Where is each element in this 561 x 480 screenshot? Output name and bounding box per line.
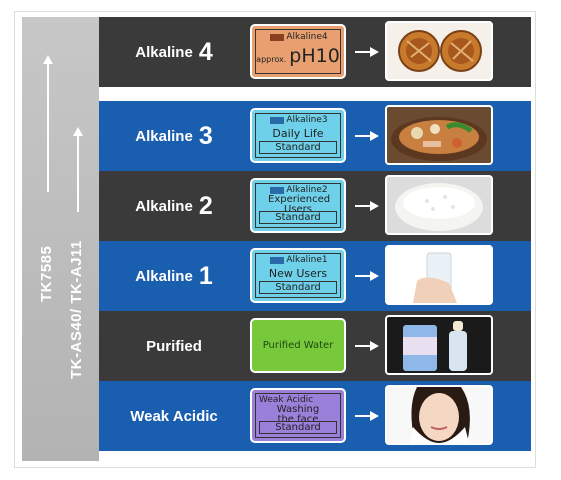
screen-bottom: Standard: [259, 421, 337, 434]
arrow-line: [77, 136, 79, 212]
row-alkaline-2: Alkaline 2 Alkaline2 Experienced Users S…: [99, 171, 531, 241]
photo-hotpot: [385, 105, 493, 165]
arrow-right-icon: [355, 411, 379, 421]
display-screen: Alkaline3 Daily Life Standard: [250, 108, 346, 163]
row-alkaline-1: Alkaline 1 Alkaline1 New Users Standard: [99, 241, 531, 311]
model-label-tk7585: TK7585: [38, 245, 55, 302]
photo-glass-of-water: [385, 245, 493, 305]
mode-name: Weak Acidic: [130, 407, 218, 425]
arrow-up-icon: [73, 127, 83, 136]
arrow-right-icon: [355, 271, 379, 281]
mode-name: Alkaline: [135, 43, 193, 61]
display-screen: Weak Acidic Washing the face Standard: [250, 388, 346, 443]
photo-rice-bowl: [385, 175, 493, 235]
mode-label: Weak Acidic: [99, 381, 249, 451]
screen-main: Washing the face: [276, 404, 320, 425]
display-screen: Alkaline2 Experienced Users Standard: [250, 178, 346, 233]
mode-label: Alkaline 1: [99, 241, 249, 311]
screen-bottom: Standard: [259, 281, 337, 294]
arrow-right-icon: [355, 47, 379, 57]
row-alkaline-3: Alkaline 3 Alkaline3 Daily Life Standard: [99, 101, 531, 171]
screen-top-label: Alkaline2: [286, 185, 328, 195]
mode-label: Alkaline 4: [99, 17, 249, 87]
mode-number: 2: [198, 191, 213, 220]
screen-bottom: Standard: [259, 141, 337, 154]
screen-main: New Users: [268, 267, 328, 280]
display-screen: Alkaline1 New Users Standard: [250, 248, 346, 303]
row-weak-acidic: Weak Acidic Weak Acidic Washing the face…: [99, 381, 531, 451]
screen-main: pH10: [289, 45, 340, 67]
display-screen: Purified Water: [250, 318, 346, 373]
mode-number: 4: [198, 37, 213, 66]
row-purified: Purified Purified Water: [99, 311, 531, 381]
segment-icon: [270, 186, 285, 194]
photo-baby-formula: [385, 315, 493, 375]
screen-top-label: Weak Acidic: [259, 395, 314, 405]
model-sidebar: TK7585 TK-AS40/ TK-AJ11: [22, 17, 99, 461]
segment-icon: [270, 256, 285, 264]
mode-name: Purified: [146, 337, 202, 355]
mode-name: Alkaline: [135, 267, 193, 285]
arrow-up-icon: [43, 55, 53, 64]
arrow-right-icon: [355, 341, 379, 351]
screen-prefix: approx.: [256, 55, 287, 64]
screen-top-label: Alkaline1: [286, 255, 328, 265]
segment-icon: [270, 33, 285, 41]
segment-icon: [270, 116, 285, 124]
screen-top-label: Alkaline3: [286, 115, 328, 125]
screen-main: Daily Life: [272, 127, 324, 140]
arrow-right-icon: [355, 131, 379, 141]
arrow-line: [47, 64, 49, 192]
screen-top-label: Alkaline4: [286, 32, 328, 42]
mode-number: 1: [198, 261, 213, 290]
row-alkaline-4: Alkaline 4 Alkaline4 approx. pH10: [99, 17, 531, 87]
model-label-tk-as40: TK-AS40/ TK-AJ11: [68, 240, 85, 379]
screen-bottom: Standard: [259, 211, 337, 224]
screen-main: Experienced Users: [268, 194, 331, 215]
display-screen: Alkaline4 approx. pH10: [250, 24, 346, 79]
arrow-right-icon: [355, 201, 379, 211]
photo-tea-cups: [385, 21, 493, 81]
mode-label: Alkaline 2: [99, 171, 249, 241]
photo-woman-towel: [385, 385, 493, 445]
mode-label: Alkaline 3: [99, 101, 249, 171]
mode-label: Purified: [99, 311, 249, 381]
mode-number: 3: [198, 121, 213, 150]
mode-name: Alkaline: [135, 197, 193, 215]
screen-main: Purified Water: [262, 340, 334, 351]
mode-name: Alkaline: [135, 127, 193, 145]
